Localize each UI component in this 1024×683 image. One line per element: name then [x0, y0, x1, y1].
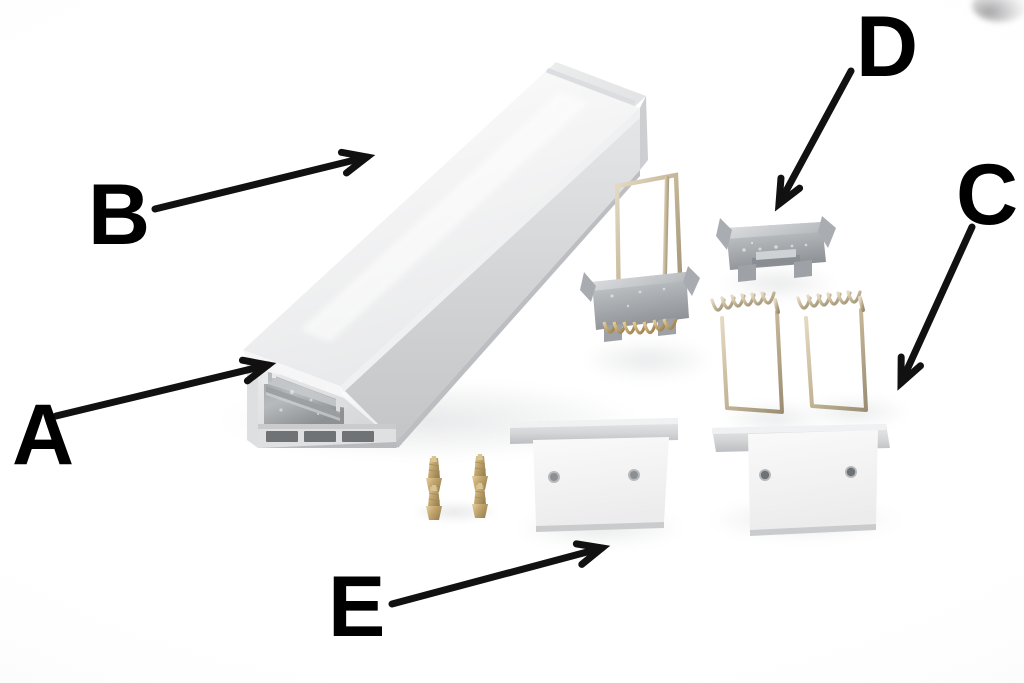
callout-arrow-shaft-e: [388, 544, 606, 608]
callout-arrow-head-a: [238, 356, 277, 385]
callout-label-a: A: [12, 387, 74, 483]
callout-label-e: E: [328, 559, 385, 655]
callout-arrow-shaft-d: [775, 67, 855, 208]
callout-label-c: C: [956, 147, 1018, 243]
callout-arrow-shaft-a: [52, 361, 272, 420]
corner-artifact: [972, 0, 1024, 22]
callout-arrow-shaft-c: [897, 223, 976, 387]
callout-label-b: B: [88, 167, 150, 263]
callout-arrow-head-b: [337, 148, 376, 177]
callout-arrow-shaft-b: [151, 153, 371, 213]
callout-arrow-head-e: [572, 540, 611, 568]
callout-arrow-head-c: [897, 353, 924, 391]
callout-label-d: D: [856, 0, 918, 95]
callout-arrow-head-d: [774, 174, 804, 212]
